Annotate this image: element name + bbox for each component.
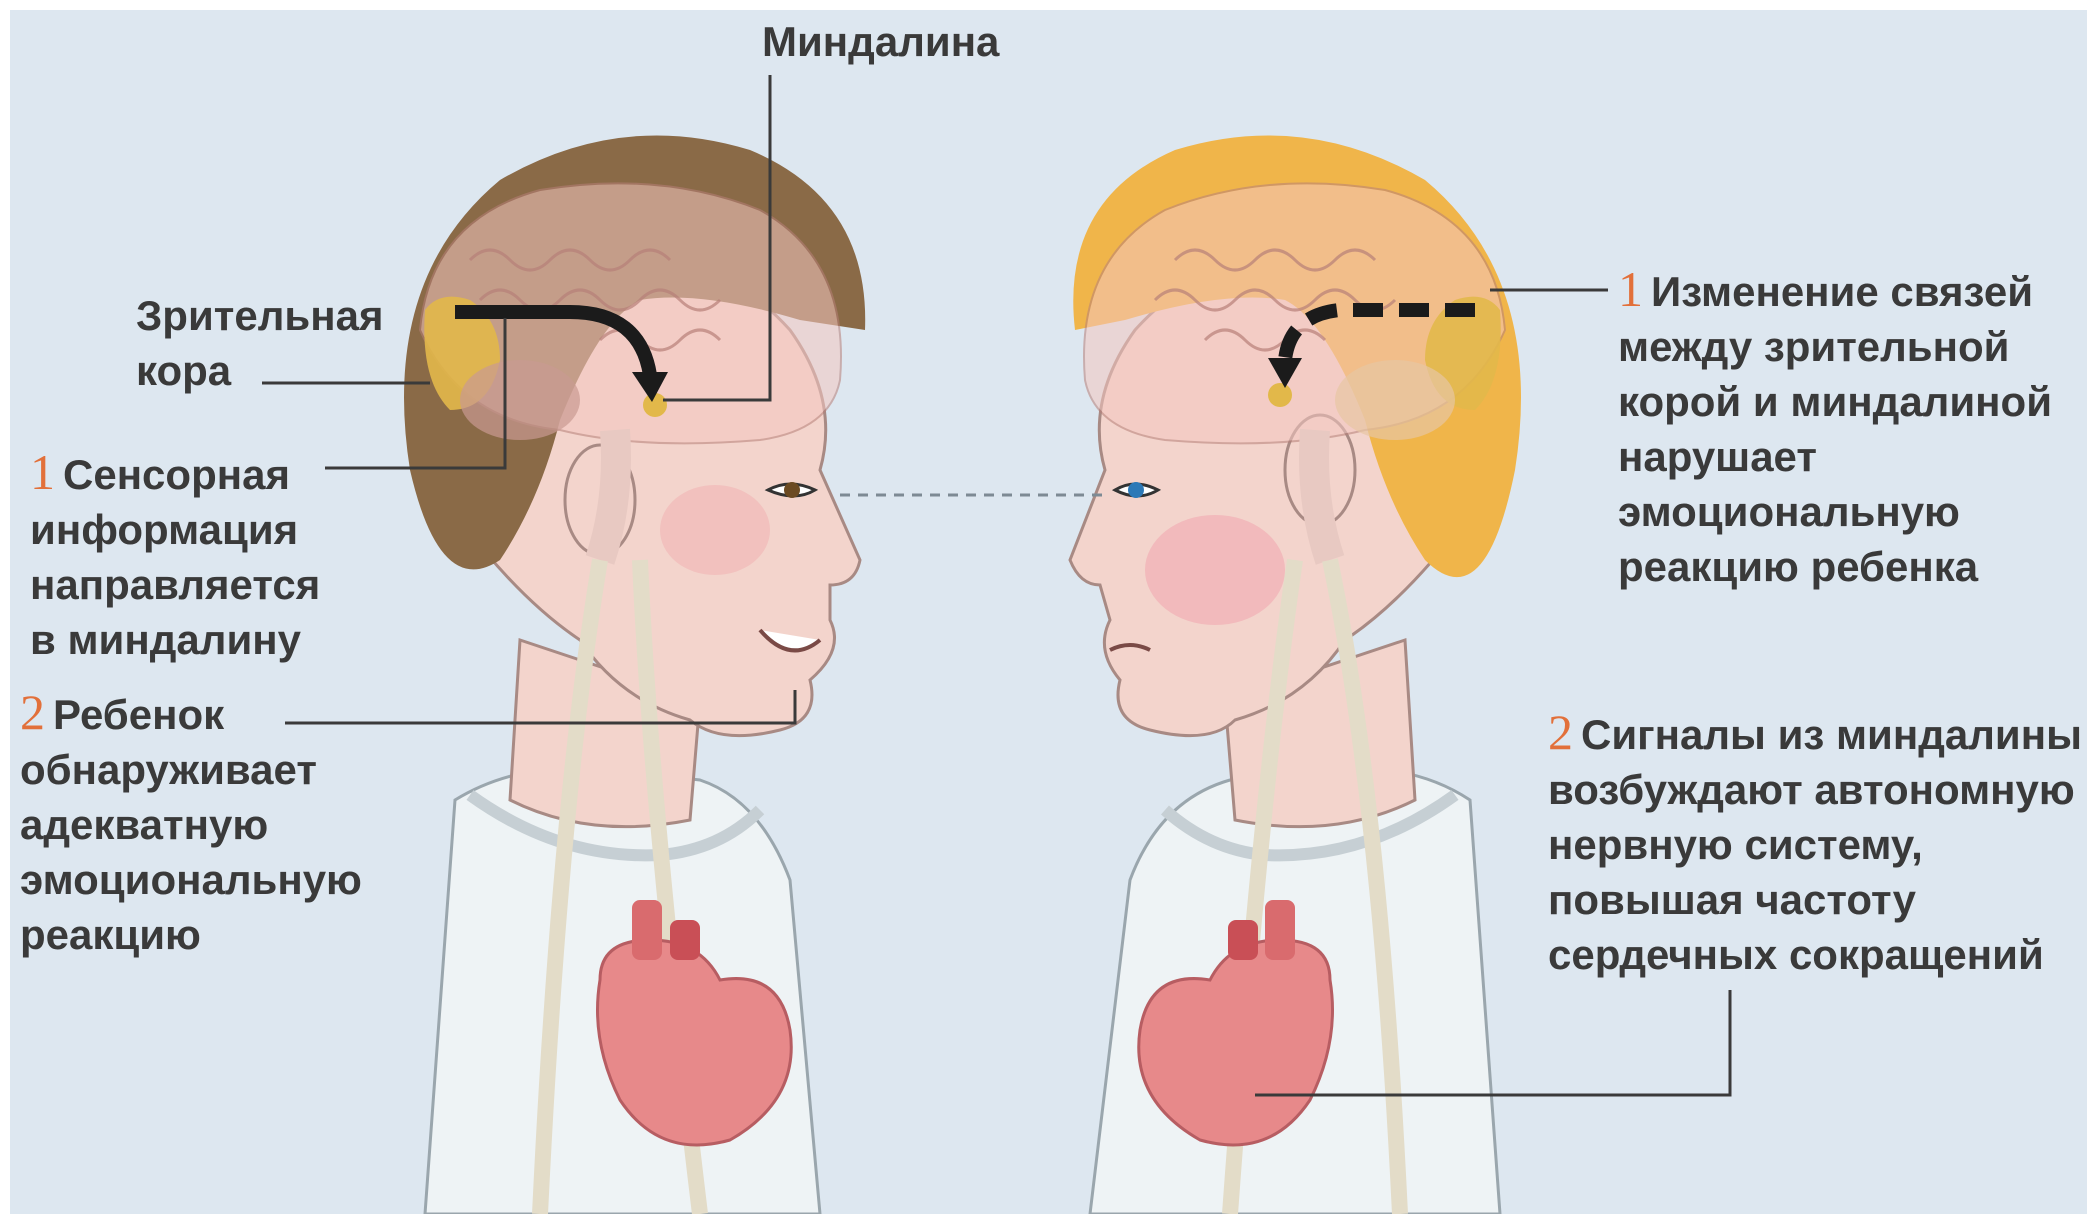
visual-cortex-line-2: кора bbox=[136, 343, 383, 398]
left-child-cheek bbox=[660, 485, 770, 575]
left-step2-line-1: Ребенок bbox=[53, 691, 224, 738]
right-step2-line-3: нервную систему, bbox=[1548, 817, 2082, 872]
left-step1-number: 1 bbox=[30, 444, 55, 500]
right-step1-line-1: Изменение связей bbox=[1651, 268, 2033, 315]
right-step1-line-6: реакцию ребенка bbox=[1618, 539, 2052, 594]
right-step1-line-2: между зрительной bbox=[1618, 319, 2052, 374]
left-step1-line-1: Сенсорная bbox=[63, 451, 290, 498]
amygdala-label: Миндалина bbox=[762, 14, 999, 69]
right-child-aorta bbox=[1265, 900, 1295, 960]
left-child-amygdala bbox=[643, 393, 667, 417]
visual-cortex-line-1: Зрительная bbox=[136, 288, 383, 343]
right-step2-line-4: повышая частоту bbox=[1548, 872, 2082, 927]
left-child bbox=[404, 135, 865, 1214]
left-child-iris bbox=[784, 482, 800, 498]
left-child-vein bbox=[670, 920, 700, 960]
left-step2-line-5: реакцию bbox=[20, 907, 362, 962]
left-step2-number: 2 bbox=[20, 684, 45, 740]
right-step2-line-1: Сигналы из миндалины bbox=[1581, 711, 2082, 758]
right-step1-line-3: корой и миндалиной bbox=[1618, 374, 2052, 429]
right-child-cheek bbox=[1145, 515, 1285, 625]
left-child-brainstem bbox=[600, 430, 616, 560]
right-child-cerebellum bbox=[1335, 360, 1455, 440]
left-step1-line-3: направляется bbox=[30, 557, 320, 612]
left-step2-line-4: эмоциональную bbox=[20, 852, 362, 907]
right-step1-line-5: эмоциональную bbox=[1618, 484, 2052, 539]
left-step2-line-3: адекватную bbox=[20, 797, 362, 852]
right-step2-line-2: возбуждают автономную bbox=[1548, 762, 2082, 817]
visual-cortex-label: Зрительная кора bbox=[136, 288, 383, 398]
left-step1-line-4: в миндалину bbox=[30, 612, 320, 667]
right-step1-line-4: нарушает bbox=[1618, 429, 2052, 484]
right-child-iris bbox=[1128, 482, 1144, 498]
right-child-amygdala bbox=[1268, 383, 1292, 407]
right-child-vein bbox=[1228, 920, 1258, 960]
right-child bbox=[1070, 135, 1521, 1214]
left-step2-line-2: обнаруживает bbox=[20, 742, 362, 797]
right-step2-number: 2 bbox=[1548, 704, 1573, 760]
left-child-cerebellum bbox=[460, 360, 580, 440]
left-child-aorta bbox=[632, 900, 662, 960]
left-step1-line-2: информация bbox=[30, 502, 320, 557]
right-step1-number: 1 bbox=[1618, 261, 1643, 317]
right-step2-line-5: сердечных сокращений bbox=[1548, 927, 2082, 982]
right-child-brainstem bbox=[1314, 430, 1330, 560]
